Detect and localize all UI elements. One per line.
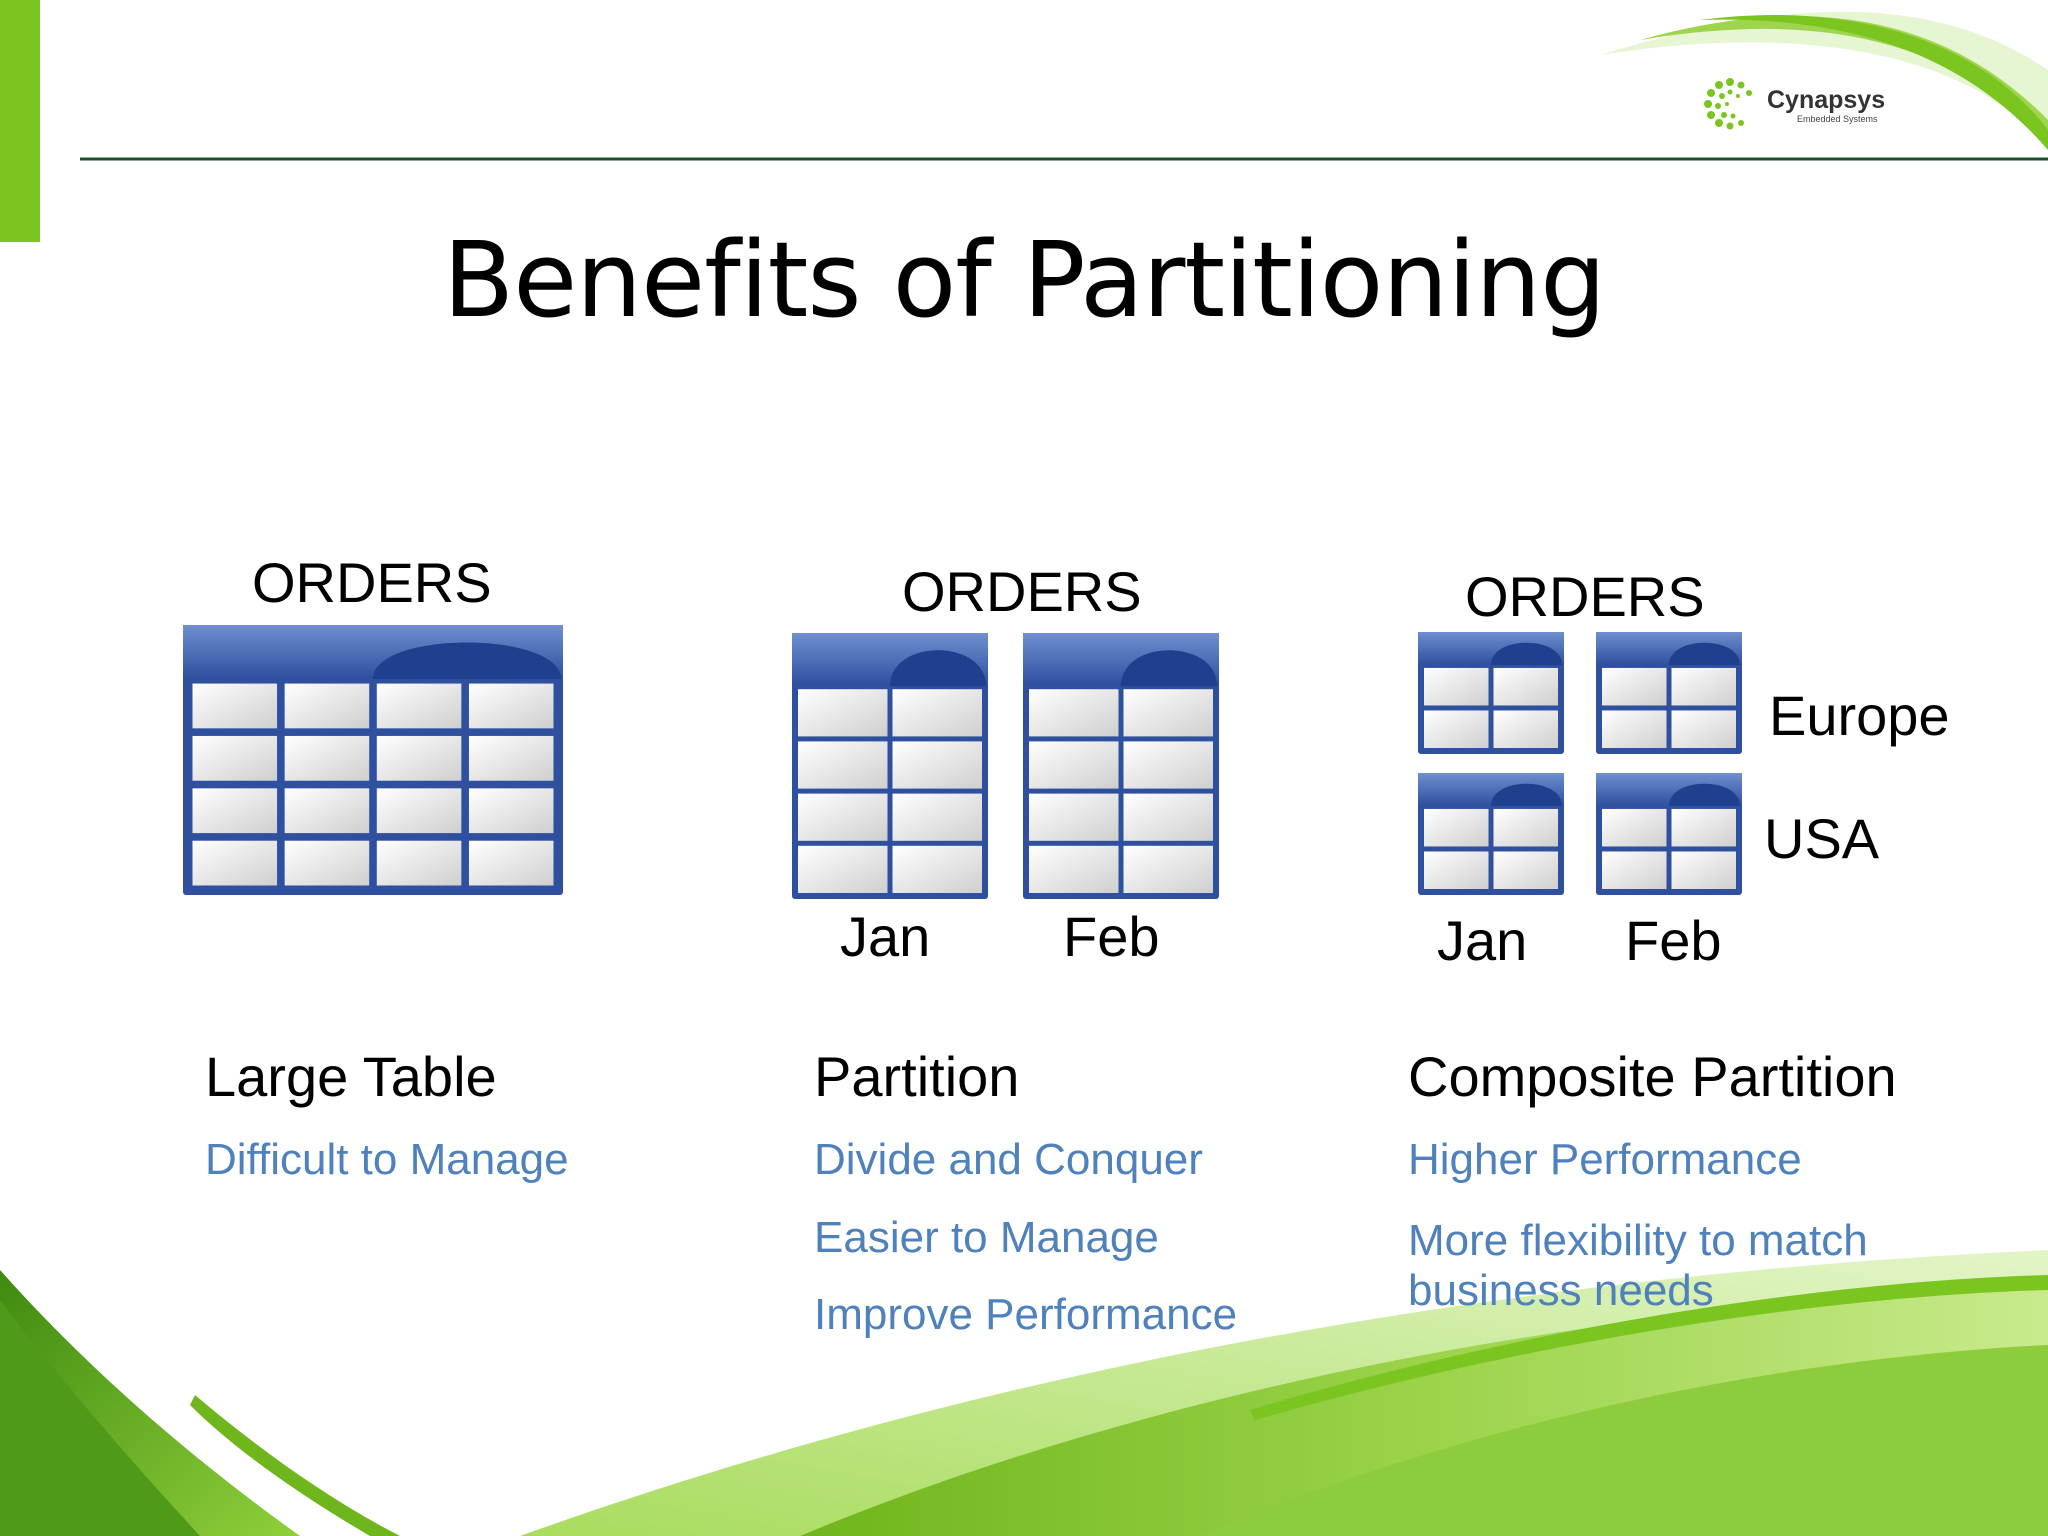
logo-name: Cynapsys: [1767, 86, 1886, 114]
column-point: Higher Performance: [1408, 1135, 1802, 1184]
table-cell: [376, 840, 462, 886]
table-cell: [892, 845, 982, 893]
column-point: Improve Performance: [814, 1290, 1238, 1339]
table-cell: [192, 840, 278, 886]
column-point: Difficult to Manage: [205, 1135, 569, 1184]
subpartition-table-icon: [1596, 773, 1742, 895]
column-point: More flexibility to match business needs: [1408, 1216, 1868, 1315]
table-cell: [1123, 793, 1213, 841]
table-cell: [376, 788, 462, 834]
table-cell: [468, 683, 554, 729]
table-cell: [1123, 741, 1213, 789]
large-table-icon: [183, 625, 563, 895]
table-cell: [284, 735, 370, 781]
partition-table-icon: [792, 633, 988, 899]
table-header-arch: [1669, 642, 1740, 665]
table-header-arch: [373, 642, 561, 679]
subpartition-table-icon: [1418, 773, 1564, 895]
logo-mark-icon: [1704, 78, 1752, 130]
slide-title: Benefits of Partitioning: [442, 219, 1606, 341]
table-cell: [376, 683, 462, 729]
table-header-arch: [1669, 783, 1740, 806]
table-cell: [892, 741, 982, 789]
table-header-arch: [890, 650, 986, 687]
table-cell: [192, 735, 278, 781]
table-cell: [798, 793, 888, 841]
table-header-arch: [1491, 783, 1562, 806]
table-cell: [1493, 851, 1558, 889]
table-cell: [1602, 710, 1667, 748]
subpartition-label: USA: [1764, 807, 1880, 870]
table-label: ORDERS: [902, 560, 1142, 623]
table-cell: [1123, 689, 1213, 737]
table-cell: [798, 741, 888, 789]
table-cell: [1671, 667, 1736, 706]
table-cell: [1424, 851, 1489, 889]
table-body: [183, 625, 563, 895]
table-cell: [284, 788, 370, 834]
partition-label: Feb: [1063, 905, 1160, 968]
table-label: ORDERS: [252, 551, 492, 614]
partition-label: Feb: [1625, 909, 1722, 972]
table-cell: [798, 689, 888, 737]
table-cell: [284, 840, 370, 886]
table-cell: [284, 683, 370, 729]
table-cell: [468, 788, 554, 834]
column-point: Divide and Conquer: [814, 1135, 1203, 1184]
table-cell: [892, 793, 982, 841]
partition-table-icon: [1023, 633, 1219, 899]
table-header-arch: [1121, 650, 1217, 687]
table-label: ORDERS: [1465, 565, 1705, 628]
subpartition-label: Europe: [1769, 684, 1950, 747]
subpartition-table-icon: [1596, 632, 1742, 754]
table-cell: [1602, 667, 1667, 706]
table-cell: [468, 840, 554, 886]
table-cell: [1123, 845, 1213, 893]
column-point: Easier to Manage: [814, 1213, 1159, 1262]
table-header-arch: [1491, 642, 1562, 665]
table-cell: [1671, 710, 1736, 748]
table-cell: [1602, 851, 1667, 889]
table-cell: [1493, 667, 1558, 706]
table-cell: [1424, 667, 1489, 706]
table-cell: [892, 689, 982, 737]
table-cell: [1029, 793, 1119, 841]
table-cell: [1029, 741, 1119, 789]
table-cell: [468, 735, 554, 781]
table-cell: [1493, 808, 1558, 847]
column-heading: Large Table: [205, 1045, 497, 1108]
table-cell: [1671, 808, 1736, 847]
table-cell: [376, 735, 462, 781]
partition-label: Jan: [840, 905, 931, 968]
subpartition-table-icon: [1418, 632, 1564, 754]
table-cell: [1493, 710, 1558, 748]
logo-tagline: Embedded Systems: [1797, 114, 1878, 124]
table-cell: [1029, 689, 1119, 737]
table-cell: [192, 683, 278, 729]
left-accent-bar: [0, 0, 40, 242]
column-heading: Partition: [814, 1045, 1020, 1108]
table-cell: [1671, 851, 1736, 889]
table-cell: [1602, 808, 1667, 847]
table-cell: [1424, 808, 1489, 847]
column-heading: Composite Partition: [1408, 1045, 1897, 1108]
partition-label: Jan: [1437, 909, 1528, 972]
table-cell: [1424, 710, 1489, 748]
table-cell: [798, 845, 888, 893]
table-cell: [192, 788, 278, 834]
table-cell: [1029, 845, 1119, 893]
